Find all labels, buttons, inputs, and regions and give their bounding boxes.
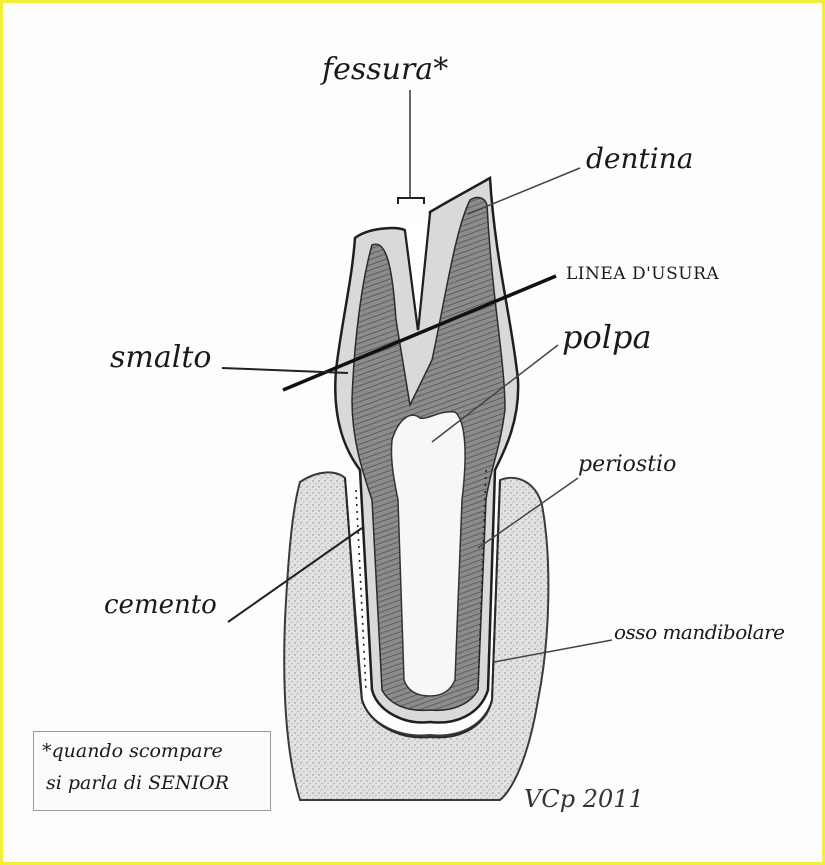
dentina-label: dentina xyxy=(586,142,693,175)
osso-mandibolare-label: osso mandibolare xyxy=(614,620,785,644)
smalto-label: smalto xyxy=(110,340,211,375)
polpa-label: polpa xyxy=(562,318,652,356)
footnote-line-2: si parla di SENIOR xyxy=(46,772,229,794)
fessura-bracket xyxy=(398,198,424,204)
periostio-label: periostio xyxy=(578,452,676,477)
cemento-label: cemento xyxy=(104,590,217,620)
fessura-label: fessura* xyxy=(322,52,448,87)
pulp-cavity xyxy=(391,412,465,696)
artist-signature: VCp 2011 xyxy=(524,785,644,813)
footnote-line-1: *quando scompare xyxy=(42,740,223,762)
footnote-box: *quando scompare si parla di SENIOR xyxy=(33,731,271,811)
linea-di-usura-label: LINEA D'USURA xyxy=(566,264,719,284)
